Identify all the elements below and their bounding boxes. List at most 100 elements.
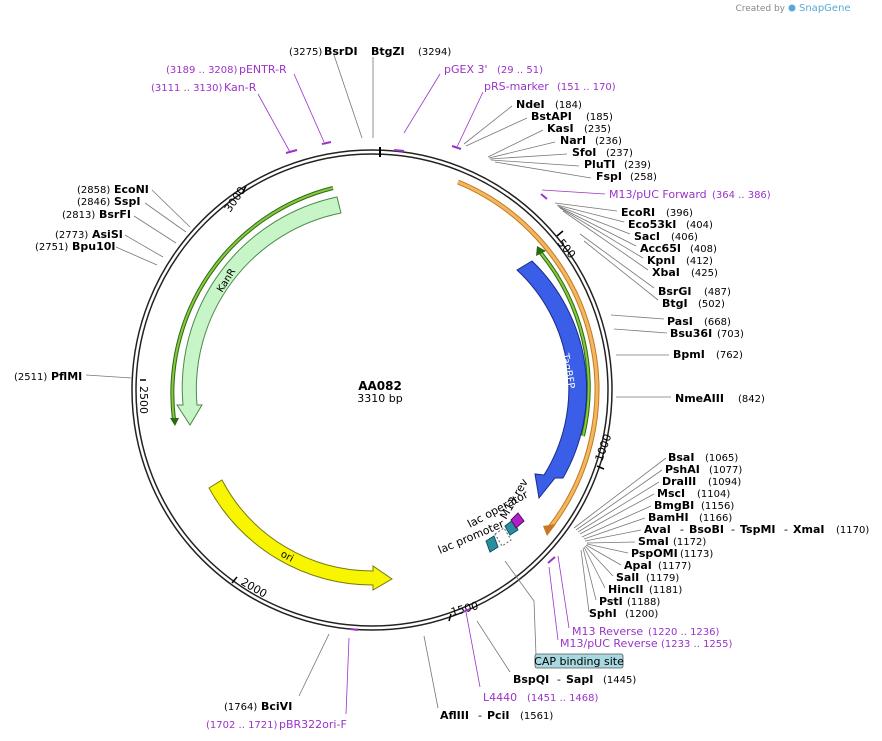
m13-rev-box[interactable] — [510, 512, 525, 529]
enzyme-name-xmai[interactable]: XmaI — [793, 523, 824, 536]
primer-name-m13pucrev[interactable]: M13/pUC Reverse — [560, 637, 658, 650]
enzyme-name-eco53ki[interactable]: Eco53kI — [628, 218, 676, 231]
tick-mark-3000 — [242, 185, 247, 193]
leader-bsu36i — [613, 328, 668, 334]
enzyme-name-sali[interactable]: SalI — [616, 571, 639, 584]
leader-ndei — [463, 105, 513, 145]
enzyme-name-nari[interactable]: NarI — [560, 134, 586, 147]
primer-name-pbr322[interactable]: pBR322ori-F — [279, 718, 347, 731]
leader-pbr322 — [345, 637, 350, 715]
primer-range-pentr: (3189 .. 3208) — [166, 65, 238, 76]
enzyme-name-bsu36i[interactable]: Bsu36I — [670, 327, 712, 340]
enzyme-name-kpni[interactable]: KpnI — [647, 254, 675, 267]
leader-pspomi — [586, 543, 629, 554]
primer-name-pgex[interactable]: pGEX 3' — [444, 63, 488, 76]
enzyme-name-sspi[interactable]: SspI — [114, 195, 140, 208]
enzyme-name-draiii[interactable]: DraIII — [662, 475, 696, 488]
primer-range-prs: (151 .. 170) — [557, 82, 616, 93]
enzyme-name-apai[interactable]: ApaI — [624, 559, 652, 572]
enzyme-name-bcivi[interactable]: BciVI — [261, 700, 292, 713]
primer-marks — [285, 141, 556, 631]
enzyme-name-bsobi[interactable]: BsoBI — [689, 523, 724, 536]
enzyme-name-acc65i[interactable]: Acc65I — [640, 242, 681, 255]
primer-name-kanr[interactable]: Kan-R — [224, 81, 257, 94]
leader-sspi — [144, 202, 187, 233]
enzyme-name-kasi[interactable]: KasI — [547, 122, 574, 135]
enzyme-name-xbai[interactable]: XbaI — [652, 266, 680, 279]
enzyme-name-btgzi[interactable]: BtgZI — [371, 45, 405, 58]
credit-prefix: Created by — [735, 4, 785, 14]
enzyme-name-hincii[interactable]: HincII — [608, 583, 644, 596]
leader-bsai — [573, 457, 667, 529]
enzyme-name-fspi[interactable]: FspI — [596, 170, 622, 183]
leader-asisi — [124, 234, 164, 258]
enzyme-name-bsai[interactable]: BsaI — [668, 451, 694, 464]
leader-apai — [585, 544, 622, 566]
primer-m13-forward: M13/pUC Forward (364 .. 386) — [541, 188, 771, 201]
enzyme-name-econi[interactable]: EcoNI — [114, 183, 149, 196]
enzyme-name-pcii[interactable]: PciI — [487, 709, 509, 722]
plasmid-length: 3310 bp — [357, 392, 402, 405]
enzyme-name-bsrdi[interactable]: BsrDI — [324, 45, 358, 58]
enzyme-name-nmeaiii[interactable]: NmeAIII — [675, 392, 724, 405]
enzyme-name-sfoi[interactable]: SfoI — [572, 146, 596, 159]
enzyme-name-pflmi[interactable]: PflMI — [51, 370, 82, 383]
orf-orange-arc — [457, 180, 599, 531]
enzyme-pos-sfoi: (237) — [606, 148, 633, 159]
enzyme-name-sapi[interactable]: SapI — [566, 673, 593, 686]
enzyme-name-pluti[interactable]: PluTI — [584, 158, 615, 171]
enzyme-name-pspomi[interactable]: PspOMI — [631, 547, 678, 560]
enzyme-name-bstapi[interactable]: BstAPI — [531, 110, 572, 123]
primer-name-prs[interactable]: pRS-marker — [484, 80, 549, 93]
enzyme-name-ndei[interactable]: NdeI — [516, 98, 545, 111]
leader-bspqi — [476, 620, 511, 673]
enzyme-pos-nmeaiii: (842) — [738, 394, 765, 405]
enzyme-name-bpu10i[interactable]: Bpu10I — [72, 240, 116, 253]
enzyme-name-bsrgi[interactable]: BsrGI — [658, 285, 691, 298]
enzyme-name-psti[interactable]: PstI — [599, 595, 623, 608]
tagbfp-arrow[interactable] — [516, 260, 588, 500]
leader-pgex — [403, 73, 441, 134]
enzyme-name-btgi[interactable]: BtgI — [662, 297, 688, 310]
ori-arrow[interactable] — [208, 479, 393, 591]
feature-ori[interactable]: ori — [208, 479, 393, 591]
enzyme-pos-msci: (1104) — [697, 489, 730, 500]
enzyme-name-sphi[interactable]: SphI — [589, 607, 617, 620]
enzyme-name-ecori[interactable]: EcoRI — [621, 206, 655, 219]
cap-site-box[interactable] — [534, 653, 624, 669]
enzyme-pos-bsrfi: (2813) — [62, 210, 95, 221]
feature-kanr[interactable]: KanR — [176, 196, 342, 426]
primer-mark-pgex — [393, 149, 405, 152]
primer-name-m13rev[interactable]: M13 Reverse — [572, 625, 643, 638]
tick-label-2000: 2000 — [239, 575, 270, 600]
enzyme-name-bmgbi[interactable]: BmgBI — [654, 499, 694, 512]
enzyme-pos-ecori: (396) — [666, 208, 693, 219]
enzyme-name-msci[interactable]: MscI — [657, 487, 685, 500]
ava-sep-2: - — [731, 523, 735, 536]
enzyme-name-pshai[interactable]: PshAI — [665, 463, 700, 476]
enzyme-name-bspqi[interactable]: BspQI — [513, 673, 549, 686]
leader-pluti — [490, 159, 580, 167]
enzyme-name-bsrfi[interactable]: BsrFI — [99, 208, 131, 221]
leader-kpni — [559, 207, 644, 259]
primer-name-l4440[interactable]: L4440 — [483, 691, 517, 704]
enzyme-name-bpmi[interactable]: BpmI — [673, 348, 705, 361]
primer-range-m13pucrev: (1233 .. 1255) — [661, 639, 733, 650]
lac-promoter-box[interactable] — [485, 535, 499, 553]
enzyme-name-avai[interactable]: AvaI — [644, 523, 671, 536]
enzyme-pos-pflmi: (2511) — [14, 372, 47, 383]
cap-binding-site[interactable]: CAP binding site — [504, 560, 624, 669]
enzyme-name-bamhi[interactable]: BamHI — [648, 511, 689, 524]
leader-bpu10i — [115, 246, 158, 266]
enzyme-name-asisi[interactable]: AsiSI — [92, 228, 123, 241]
enzyme-name-pasi[interactable]: PasI — [667, 315, 693, 328]
enzyme-name-tspmi[interactable]: TspMI — [740, 523, 776, 536]
primer-name-m13fwd[interactable]: M13/pUC Forward — [609, 188, 707, 201]
enzyme-name-smai[interactable]: SmaI — [638, 535, 669, 548]
primer-name-pentr[interactable]: pENTR-R — [239, 63, 287, 76]
bspqi-sep: - — [557, 673, 561, 686]
tick-mark-500 — [556, 230, 564, 237]
enzyme-name-afliii[interactable]: AflIII — [440, 709, 469, 722]
enzyme-name-saci[interactable]: SacI — [634, 230, 660, 243]
kanr-arrow[interactable] — [176, 196, 342, 426]
